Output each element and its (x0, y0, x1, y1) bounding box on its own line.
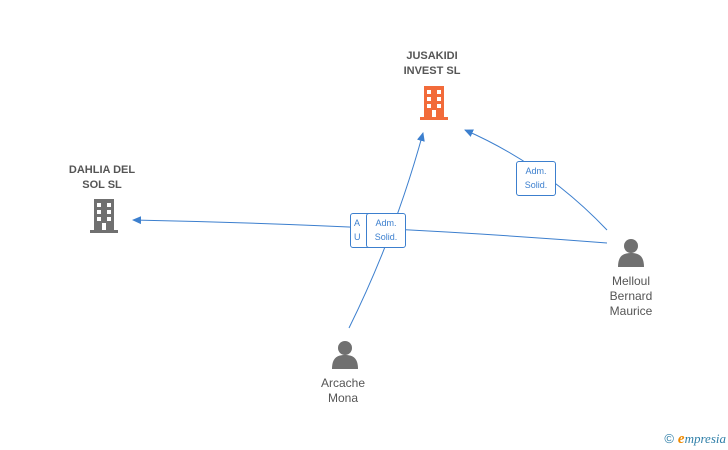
person-name-line-2: Mona (327, 391, 359, 405)
building-icon-jusakidi[interactable] (418, 86, 450, 120)
edge-tag-melloul-jusakidi[interactable]: Adm. Solid. (516, 161, 556, 196)
company-label-dahlia[interactable]: DAHLIA DEL SOL SL (42, 163, 162, 193)
company-label-jusakidi[interactable]: JUSAKIDI INVEST SL (372, 49, 492, 79)
company-name-line-2: SOL SL (82, 179, 122, 191)
edge-tag-line-2: U (354, 232, 361, 242)
company-name-line-1: JUSAKIDI (406, 50, 458, 62)
edge-tag-arcache-jusakidi[interactable]: Adm. Solid. (366, 213, 406, 248)
person-icon-melloul[interactable] (617, 238, 645, 268)
person-label-arcache[interactable]: Arcache Mona (301, 376, 385, 406)
person-name-line-2: Bernard (609, 289, 653, 303)
edge-tag-line-1: Adm. (375, 218, 397, 228)
company-name-line-2: INVEST SL (403, 65, 461, 77)
building-icon-dahlia[interactable] (88, 199, 120, 233)
brand-name: mpresia (684, 431, 726, 446)
person-name-line-1: Arcache (320, 376, 366, 390)
empresia-watermark: ©empresia (664, 431, 726, 448)
edge-tag-line-1: A (354, 218, 361, 228)
person-icon-arcache[interactable] (331, 340, 359, 370)
edge-tag-line-1: Adm. (525, 166, 547, 176)
edge-tag-line-2: Solid. (524, 180, 548, 190)
person-name-line-3: Maurice (609, 304, 653, 318)
brand-initial: e (677, 431, 685, 447)
person-name-line-1: Melloul (611, 274, 650, 288)
company-name-line-1: DAHLIA DEL (68, 164, 136, 176)
person-label-melloul[interactable]: Melloul Bernard Maurice (589, 274, 673, 319)
edge-tag-line-2: Solid. (374, 232, 398, 242)
copyright-icon: © (664, 431, 674, 446)
